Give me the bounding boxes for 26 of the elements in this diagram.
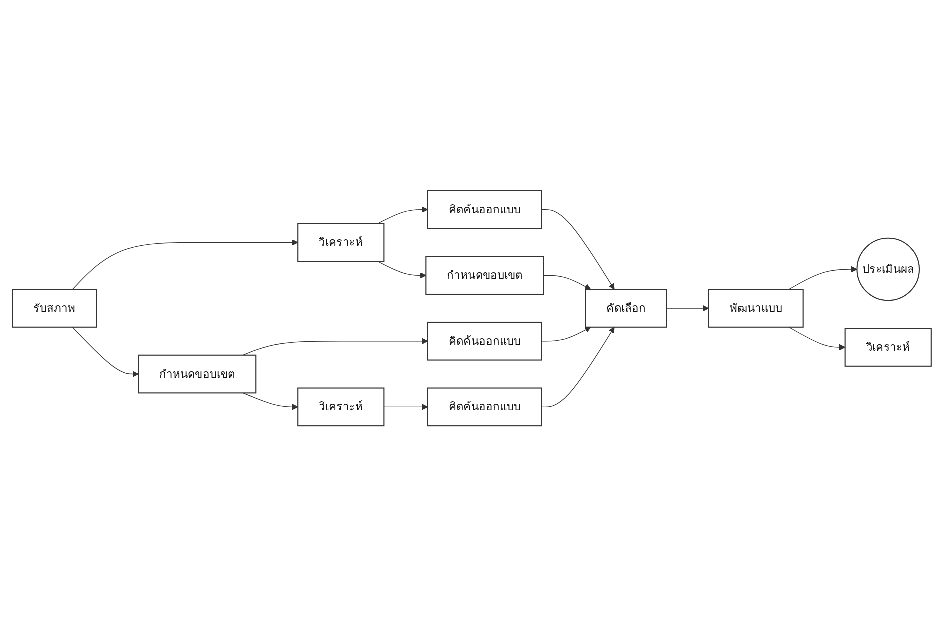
- arrow: [242, 392, 298, 410]
- node-box: พัฒนาแบบ: [708, 289, 804, 328]
- arrow: [542, 327, 592, 342]
- arrow: [72, 240, 298, 290]
- node-circle: ประเมินผล: [856, 238, 920, 302]
- arrow: [666, 305, 710, 312]
- arrow: [788, 327, 846, 351]
- node-box: คิดค้นออกแบบ: [427, 322, 542, 361]
- node-box: รับสภาพ: [12, 289, 98, 328]
- node-box: คัดเลือก: [585, 289, 668, 328]
- node-box: วิเคราะห์: [844, 328, 932, 367]
- arrow: [378, 206, 428, 224]
- arrow: [788, 266, 858, 290]
- node-box: คิดค้นออกแบบ: [427, 190, 542, 230]
- arrow: [242, 338, 428, 356]
- node-box: วิเคราะห์: [298, 388, 385, 427]
- node-box: คิดค้นออกแบบ: [427, 388, 542, 427]
- node-box: วิเคราะห์: [298, 223, 385, 262]
- node-box: กำหนดขอบเขต: [426, 256, 544, 296]
- arrow: [72, 327, 139, 378]
- arrow: [378, 261, 426, 279]
- node-box: กำหนดขอบเขต: [138, 354, 257, 394]
- arrow: [384, 404, 428, 410]
- arrow: [543, 275, 592, 290]
- arrow: [542, 327, 615, 408]
- arrow: [542, 209, 615, 290]
